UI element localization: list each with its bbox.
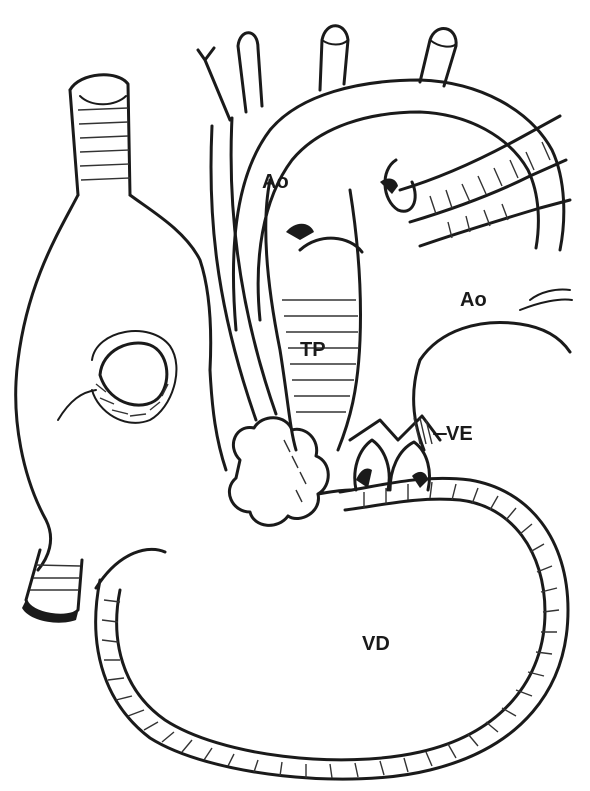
label-tp: TP <box>300 339 326 361</box>
rv-outflow-lumps <box>229 418 328 526</box>
label-ve: VE <box>446 423 473 445</box>
inferior-vena-cava <box>22 550 82 623</box>
aortic-arch <box>198 26 564 420</box>
right-ventricle <box>96 478 568 779</box>
label-vd: VD <box>362 633 390 655</box>
left-ventricle-outflow <box>350 289 572 490</box>
pulmonary-trunk <box>266 180 362 450</box>
label-ao-upper: Ao <box>262 171 289 193</box>
label-ao-right: Ao <box>460 289 487 311</box>
right-atrium <box>16 195 211 570</box>
superior-vena-cava <box>70 75 130 195</box>
